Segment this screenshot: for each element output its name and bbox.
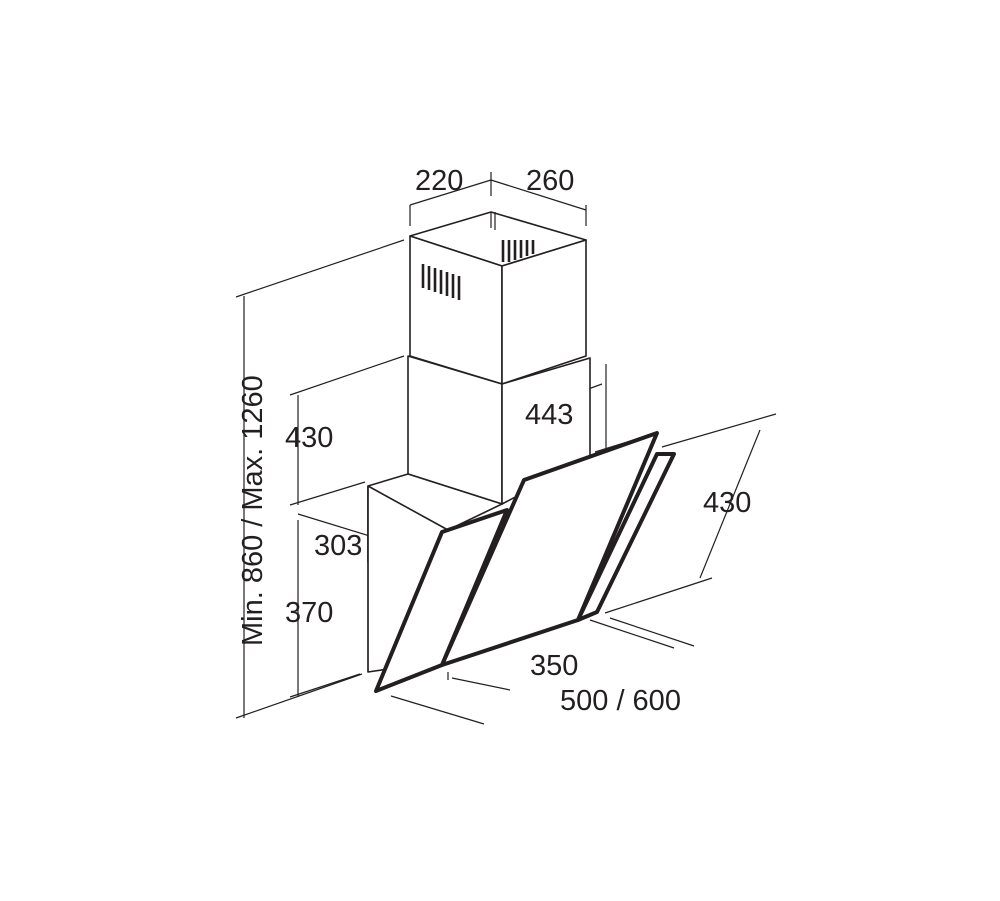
label-glass-depth: 350 bbox=[530, 650, 578, 682]
chimney-depth-dimension-line bbox=[490, 179, 587, 211]
total-height-top-extension bbox=[235, 239, 405, 298]
glass-height-dimension-line bbox=[699, 429, 761, 579]
label-total-height: Min. 860 / Max. 1260 bbox=[237, 375, 269, 646]
glass-bottom-extension bbox=[604, 577, 713, 614]
glass-panel bbox=[374, 431, 676, 693]
glass-depth-dimension-line-right bbox=[589, 619, 675, 649]
glass-top-extension bbox=[661, 413, 777, 448]
hood-width-dimension-line-right bbox=[609, 617, 695, 647]
chimney-upper-right-face bbox=[501, 239, 587, 385]
total-height-bottom-extension bbox=[235, 673, 363, 719]
dimension-labels: 220 260 Min. 860 / Max. 1260 430 443 303… bbox=[237, 165, 751, 717]
label-body-width: 303 bbox=[314, 530, 362, 562]
chimney-width-dimension-line bbox=[409, 179, 492, 206]
chimney-section-top-extension bbox=[289, 355, 405, 396]
label-body-depth: 443 bbox=[525, 399, 573, 431]
label-glass-height: 430 bbox=[703, 487, 751, 519]
hood-width-dimension-line-left bbox=[390, 695, 485, 725]
label-body-height: 370 bbox=[285, 597, 333, 629]
glass-depth-dimension-line-left bbox=[451, 677, 511, 691]
chimney-section-bottom-extension bbox=[289, 481, 366, 506]
label-chimney-section-height: 430 bbox=[285, 422, 333, 454]
chimney bbox=[407, 211, 591, 505]
vent-slots-left bbox=[421, 264, 461, 300]
label-chimney-depth: 260 bbox=[526, 165, 574, 197]
label-hood-width: 500 / 600 bbox=[560, 685, 681, 717]
label-chimney-width: 220 bbox=[415, 165, 463, 197]
vent-slots-right bbox=[501, 240, 535, 262]
glass-side-edge bbox=[576, 452, 676, 622]
body-height-bottom-extension bbox=[289, 673, 361, 698]
glass-back-edge bbox=[594, 437, 641, 453]
